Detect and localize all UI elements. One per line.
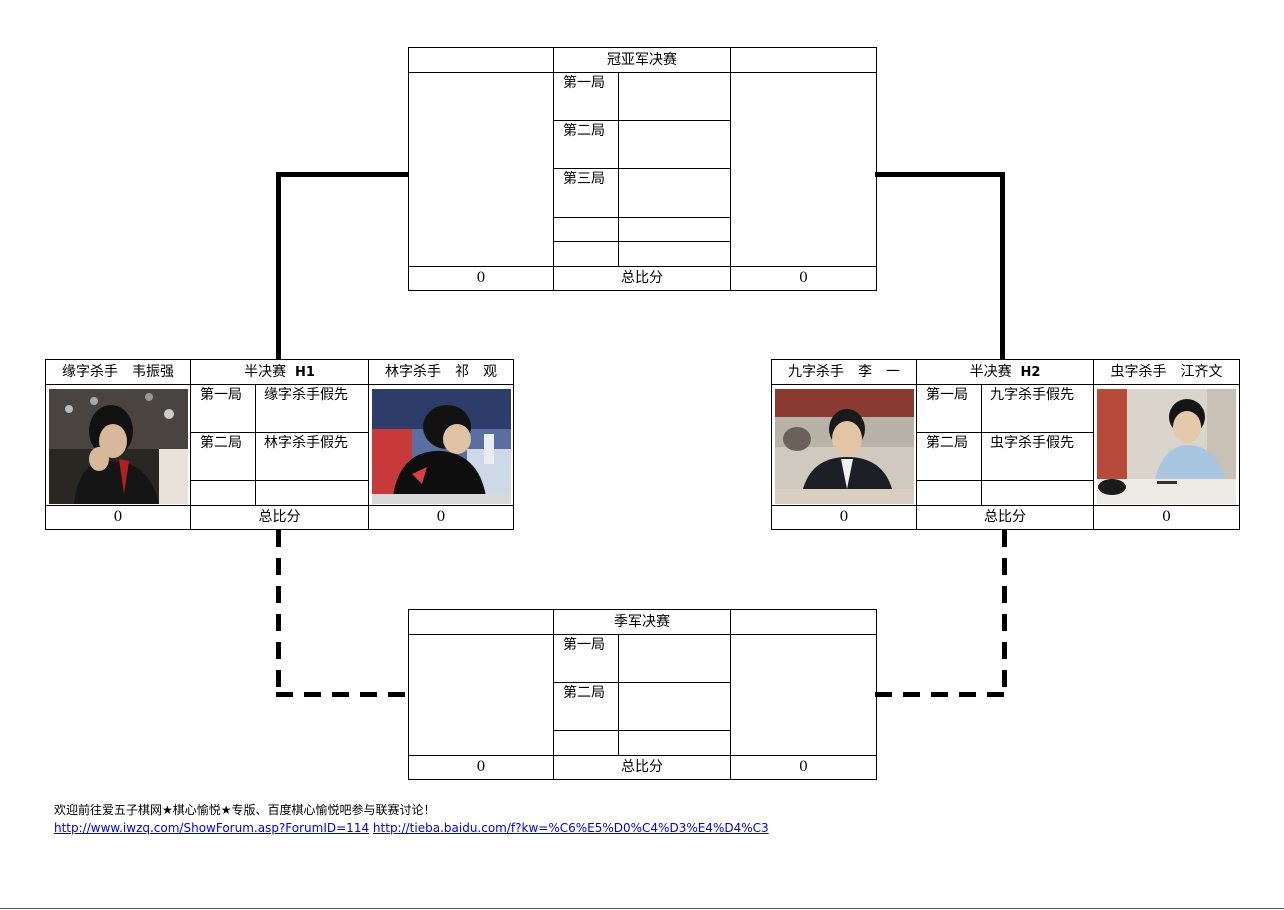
- h2-game-1-label: 第一局: [916, 384, 982, 433]
- h1-extra-label: [190, 480, 256, 506]
- h1-right-player-name: 林字杀手 祁 观: [368, 359, 514, 385]
- h2-right-player-name: 虫字杀手 江齐文: [1093, 359, 1240, 385]
- connector-h1-to-third-horizontal: [276, 692, 409, 697]
- h2-title-text: 半决赛: [969, 363, 1012, 380]
- final-extra-result-2: [618, 241, 731, 267]
- final-right-player-area: [730, 72, 877, 267]
- connector-h1-to-third-vertical: [276, 530, 281, 697]
- h1-game-1-note: 缘字杀手假先: [255, 384, 369, 433]
- h1-code: H1: [294, 364, 315, 380]
- h1-left-player-photo: [48, 388, 188, 504]
- h1-right-photo-cell: [368, 384, 514, 506]
- h2-score-left: 0: [771, 505, 917, 530]
- semifinal-h2-table: 九字杀手 李 一 半决赛 H2 虫字杀手 江齐文: [771, 359, 1240, 530]
- final-game-1-label: 第一局: [553, 72, 619, 121]
- footer-links: http://www.iwzq.com/ShowForum.asp?ForumI…: [54, 819, 769, 837]
- connector-h1-to-final-vertical: [276, 172, 281, 360]
- h2-game-2-note: 虫字杀手假先: [981, 432, 1094, 481]
- h1-score-label: 总比分: [190, 505, 369, 530]
- h2-left-photo-cell: [771, 384, 917, 506]
- final-left-header: [408, 47, 554, 73]
- h1-left-photo-cell: [45, 384, 191, 506]
- h2-left-player-photo: [774, 388, 914, 504]
- h1-extra-note: [255, 480, 369, 506]
- h2-game-2-label: 第二局: [916, 432, 982, 481]
- third-place-table: 季军决赛 第一局 第二局 0 总比分 0: [408, 609, 877, 780]
- connector-h2-to-third-horizontal: [875, 692, 1006, 697]
- final-extra-label-1: [553, 217, 619, 242]
- final-score-right: 0: [730, 266, 877, 291]
- h1-score-left: 0: [45, 505, 191, 530]
- third-left-player-area: [408, 634, 554, 756]
- third-game-1-result: [618, 634, 731, 683]
- h1-game-2-label: 第二局: [190, 432, 256, 481]
- final-game-2-result: [618, 120, 731, 169]
- third-extra-result: [618, 730, 731, 756]
- third-left-header: [408, 609, 554, 635]
- forum-link[interactable]: http://www.iwzq.com/ShowForum.asp?ForumI…: [54, 821, 370, 835]
- third-game-2-label: 第二局: [553, 682, 619, 731]
- third-right-player-area: [730, 634, 877, 756]
- final-game-1-result: [618, 72, 731, 121]
- h2-code: H2: [1020, 364, 1041, 380]
- final-score-label: 总比分: [553, 266, 731, 291]
- third-game-2-result: [618, 682, 731, 731]
- final-extra-label-2: [553, 241, 619, 267]
- final-right-header: [730, 47, 877, 73]
- connector-h2-to-final-vertical: [1000, 172, 1005, 360]
- final-extra-result-1: [618, 217, 731, 242]
- third-extra-label: [553, 730, 619, 756]
- final-table: 冠亚军决赛 第一局 第二局 第三局 0 总比分 0: [408, 47, 877, 291]
- h2-game-1-note: 九字杀手假先: [981, 384, 1094, 433]
- h2-score-label: 总比分: [916, 505, 1094, 530]
- connector-h2-to-final-horizontal: [875, 172, 1005, 177]
- h1-title: 半决赛 H1: [190, 359, 369, 385]
- third-score-right: 0: [730, 755, 877, 780]
- h2-extra-note: [981, 480, 1094, 506]
- h2-title: 半决赛 H2: [916, 359, 1094, 385]
- third-right-header: [730, 609, 877, 635]
- third-title: 季军决赛: [553, 609, 731, 635]
- footer-text: 欢迎前往爱五子棋网★棋心愉悦★专版、百度棋心愉悦吧参与联赛讨论！: [54, 803, 436, 817]
- footer: 欢迎前往爱五子棋网★棋心愉悦★专版、百度棋心愉悦吧参与联赛讨论！ http://…: [54, 801, 769, 837]
- h1-score-right: 0: [368, 505, 514, 530]
- final-score-left: 0: [408, 266, 554, 291]
- tieba-link[interactable]: http://tieba.baidu.com/f?kw=%C6%E5%D0%C4…: [372, 821, 769, 835]
- semifinal-h1-table: 缘字杀手 韦振强 半决赛 H1 林字杀手 祁 观: [45, 359, 514, 530]
- final-game-2-label: 第二局: [553, 120, 619, 169]
- page-bottom-divider: [0, 908, 1284, 909]
- connector-h2-to-third-vertical: [1002, 530, 1007, 697]
- h1-left-player-name: 缘字杀手 韦振强: [45, 359, 191, 385]
- connector-h1-to-final-horizontal: [276, 172, 409, 177]
- h2-extra-label: [916, 480, 982, 506]
- h1-game-1-label: 第一局: [190, 384, 256, 433]
- final-game-3-result: [618, 168, 731, 218]
- h1-game-2-note: 林字杀手假先: [255, 432, 369, 481]
- final-left-player-area: [408, 72, 554, 267]
- third-game-1-label: 第一局: [553, 634, 619, 683]
- third-score-left: 0: [408, 755, 554, 780]
- final-title: 冠亚军决赛: [553, 47, 731, 73]
- h1-title-text: 半决赛: [244, 363, 287, 380]
- h1-right-player-photo: [371, 388, 511, 504]
- h2-score-right: 0: [1093, 505, 1240, 530]
- h2-left-player-name: 九字杀手 李 一: [771, 359, 917, 385]
- third-score-label: 总比分: [553, 755, 731, 780]
- h2-right-player-photo: [1097, 388, 1236, 504]
- final-game-3-label: 第三局: [553, 168, 619, 218]
- h2-right-photo-cell: [1093, 384, 1240, 506]
